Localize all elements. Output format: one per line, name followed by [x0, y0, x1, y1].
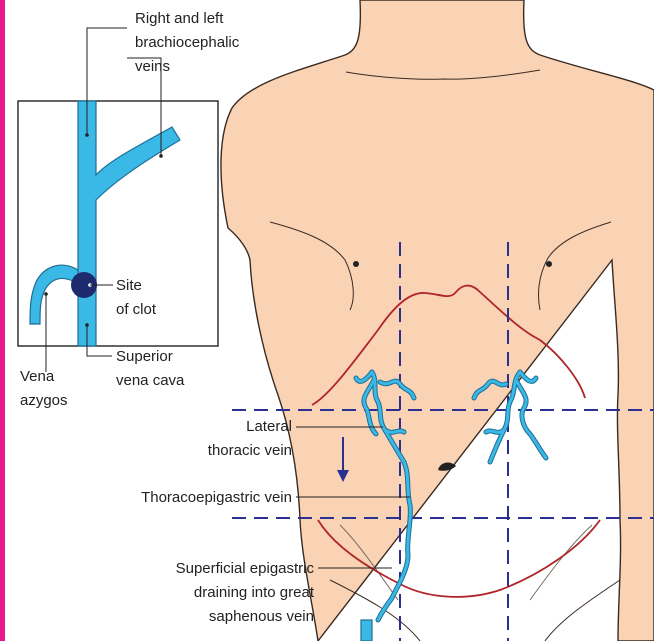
label-azygos-2: azygos	[20, 392, 68, 409]
left-nipple	[353, 261, 359, 267]
label-svc-2: vena cava	[116, 372, 185, 389]
label-svc-1: Superior	[116, 348, 173, 365]
label-lateral-thoracic-2: thoracic vein	[208, 442, 292, 459]
label-site-of-clot-2: of clot	[116, 301, 157, 318]
label-lateral-thoracic-1: Lateral	[246, 418, 292, 435]
great-saphenous-vein	[361, 620, 372, 641]
label-azygos-1: Vena	[20, 368, 55, 385]
label-thoracoepigastric: Thoracoepigastric vein	[141, 489, 292, 506]
label-superficial-3: saphenous vein	[209, 608, 314, 625]
torso-body	[221, 0, 654, 641]
torso-figure	[221, 0, 654, 641]
label-brachiocephalic-3: veins	[135, 58, 170, 75]
left-edge-bar	[0, 0, 5, 641]
label-site-of-clot-1: Site	[116, 277, 142, 294]
label-superficial-1: Superficial epigastric	[176, 560, 315, 577]
right-nipple	[546, 261, 552, 267]
label-brachiocephalic-2: brachiocephalic	[135, 34, 240, 51]
label-superficial-2: draining into great	[194, 584, 315, 601]
groin-line-right	[530, 525, 592, 600]
label-brachiocephalic-1: Right and left	[135, 10, 224, 27]
thigh-division	[330, 580, 620, 641]
